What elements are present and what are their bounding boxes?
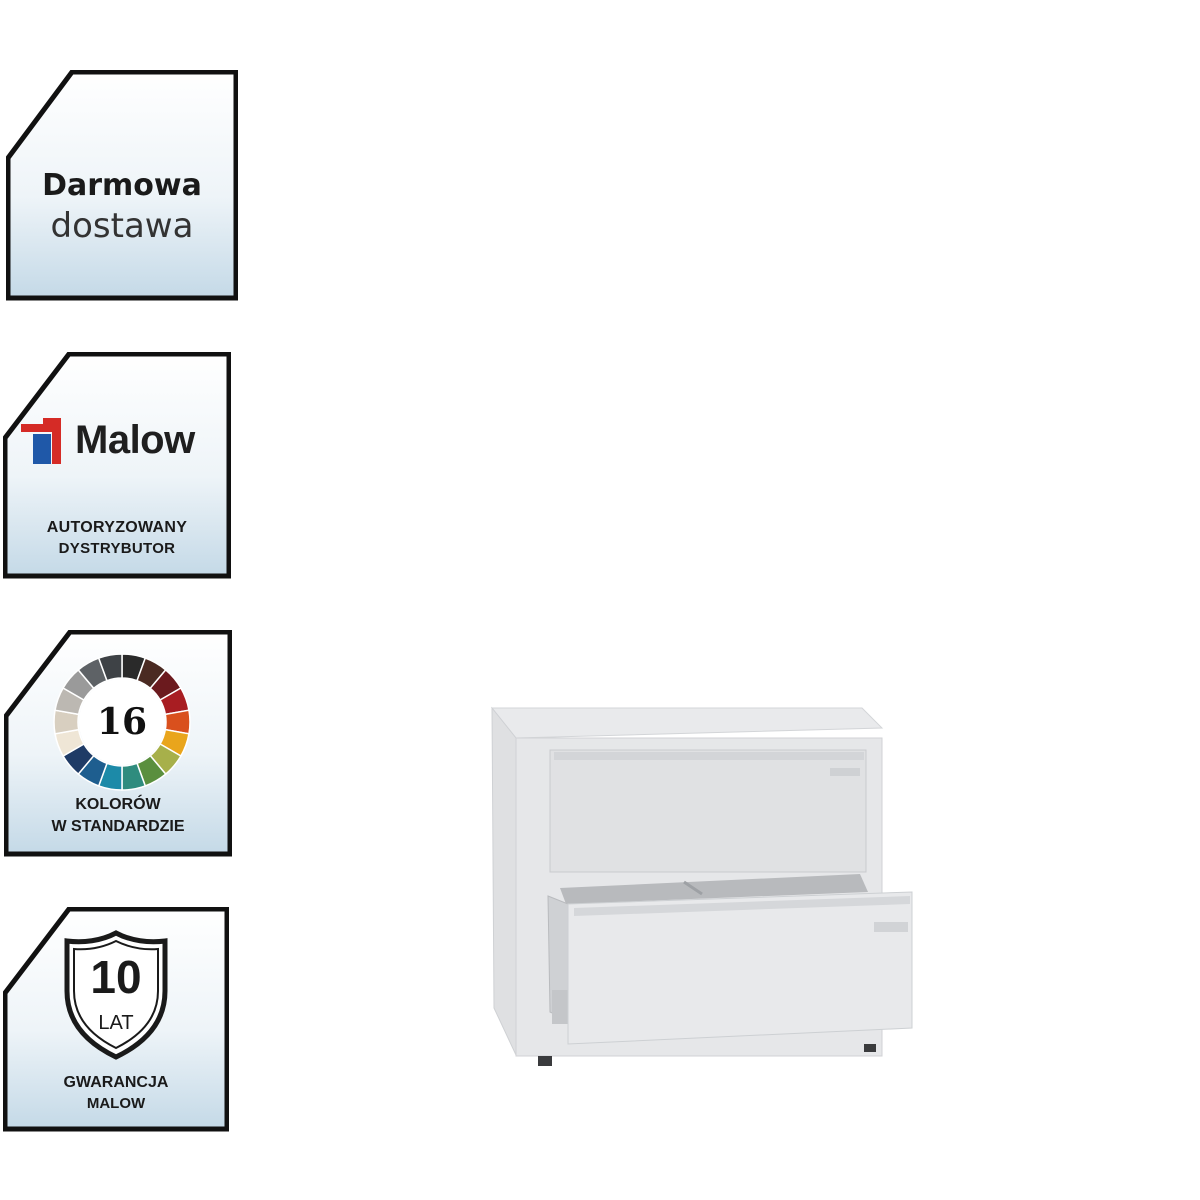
cabinet-foot: [538, 1056, 552, 1066]
distributor-line1: AUTORYZOWANY: [46, 519, 188, 536]
colors-line1: KOLORÓW: [75, 796, 161, 813]
badge-frame: [3, 352, 231, 579]
warranty-badge: 10 LAT GWARANCJA MALOW: [3, 907, 229, 1133]
colors-count: 16: [96, 701, 148, 743]
color-wheel-center: [79, 679, 165, 765]
delivery-line1: Darmowa: [42, 168, 202, 203]
color-swatch: [97, 653, 123, 682]
warranty-years: 10: [90, 951, 141, 1003]
filing-cabinet-image: [490, 706, 913, 1066]
warranty-line2: MALOW: [86, 1095, 146, 1112]
upper-drawer-handle: [554, 752, 864, 760]
drawer-interior: [560, 874, 868, 904]
upper-drawer: [549, 749, 867, 873]
colors-badge: 16 KOLORÓW W STANDARDZIE: [4, 630, 232, 858]
cabinet-foot: [864, 1044, 876, 1052]
colors-line2: W STANDARDZIE: [51, 818, 185, 835]
lower-drawer-label-holder: [874, 922, 908, 932]
free-delivery-badge: Darmowa dostawa: [6, 70, 238, 302]
malow-logo-icon: [21, 418, 61, 464]
drawer-slide: [552, 990, 572, 1024]
drawer-divider: [683, 880, 703, 896]
color-wheel-icon: [53, 653, 191, 791]
distributor-line2: DYSTRYBUTOR: [58, 540, 176, 557]
warranty-line1: GWARANCJA: [63, 1074, 169, 1091]
lower-drawer-handle: [574, 896, 910, 916]
shield-icon: 10 LAT: [64, 930, 168, 1060]
delivery-line2: dostawa: [50, 206, 194, 246]
authorized-distributor-badge: Malow AUTORYZOWANY DYSTRYBUTOR: [3, 352, 231, 580]
upper-drawer-label-holder: [830, 768, 860, 776]
brand-name: Malow: [75, 418, 195, 462]
warranty-unit: LAT: [98, 1012, 133, 1034]
cabinet-side: [491, 706, 517, 1056]
lower-drawer: [567, 891, 913, 1045]
cabinet-top: [490, 707, 884, 739]
badge-frame: [6, 70, 238, 301]
